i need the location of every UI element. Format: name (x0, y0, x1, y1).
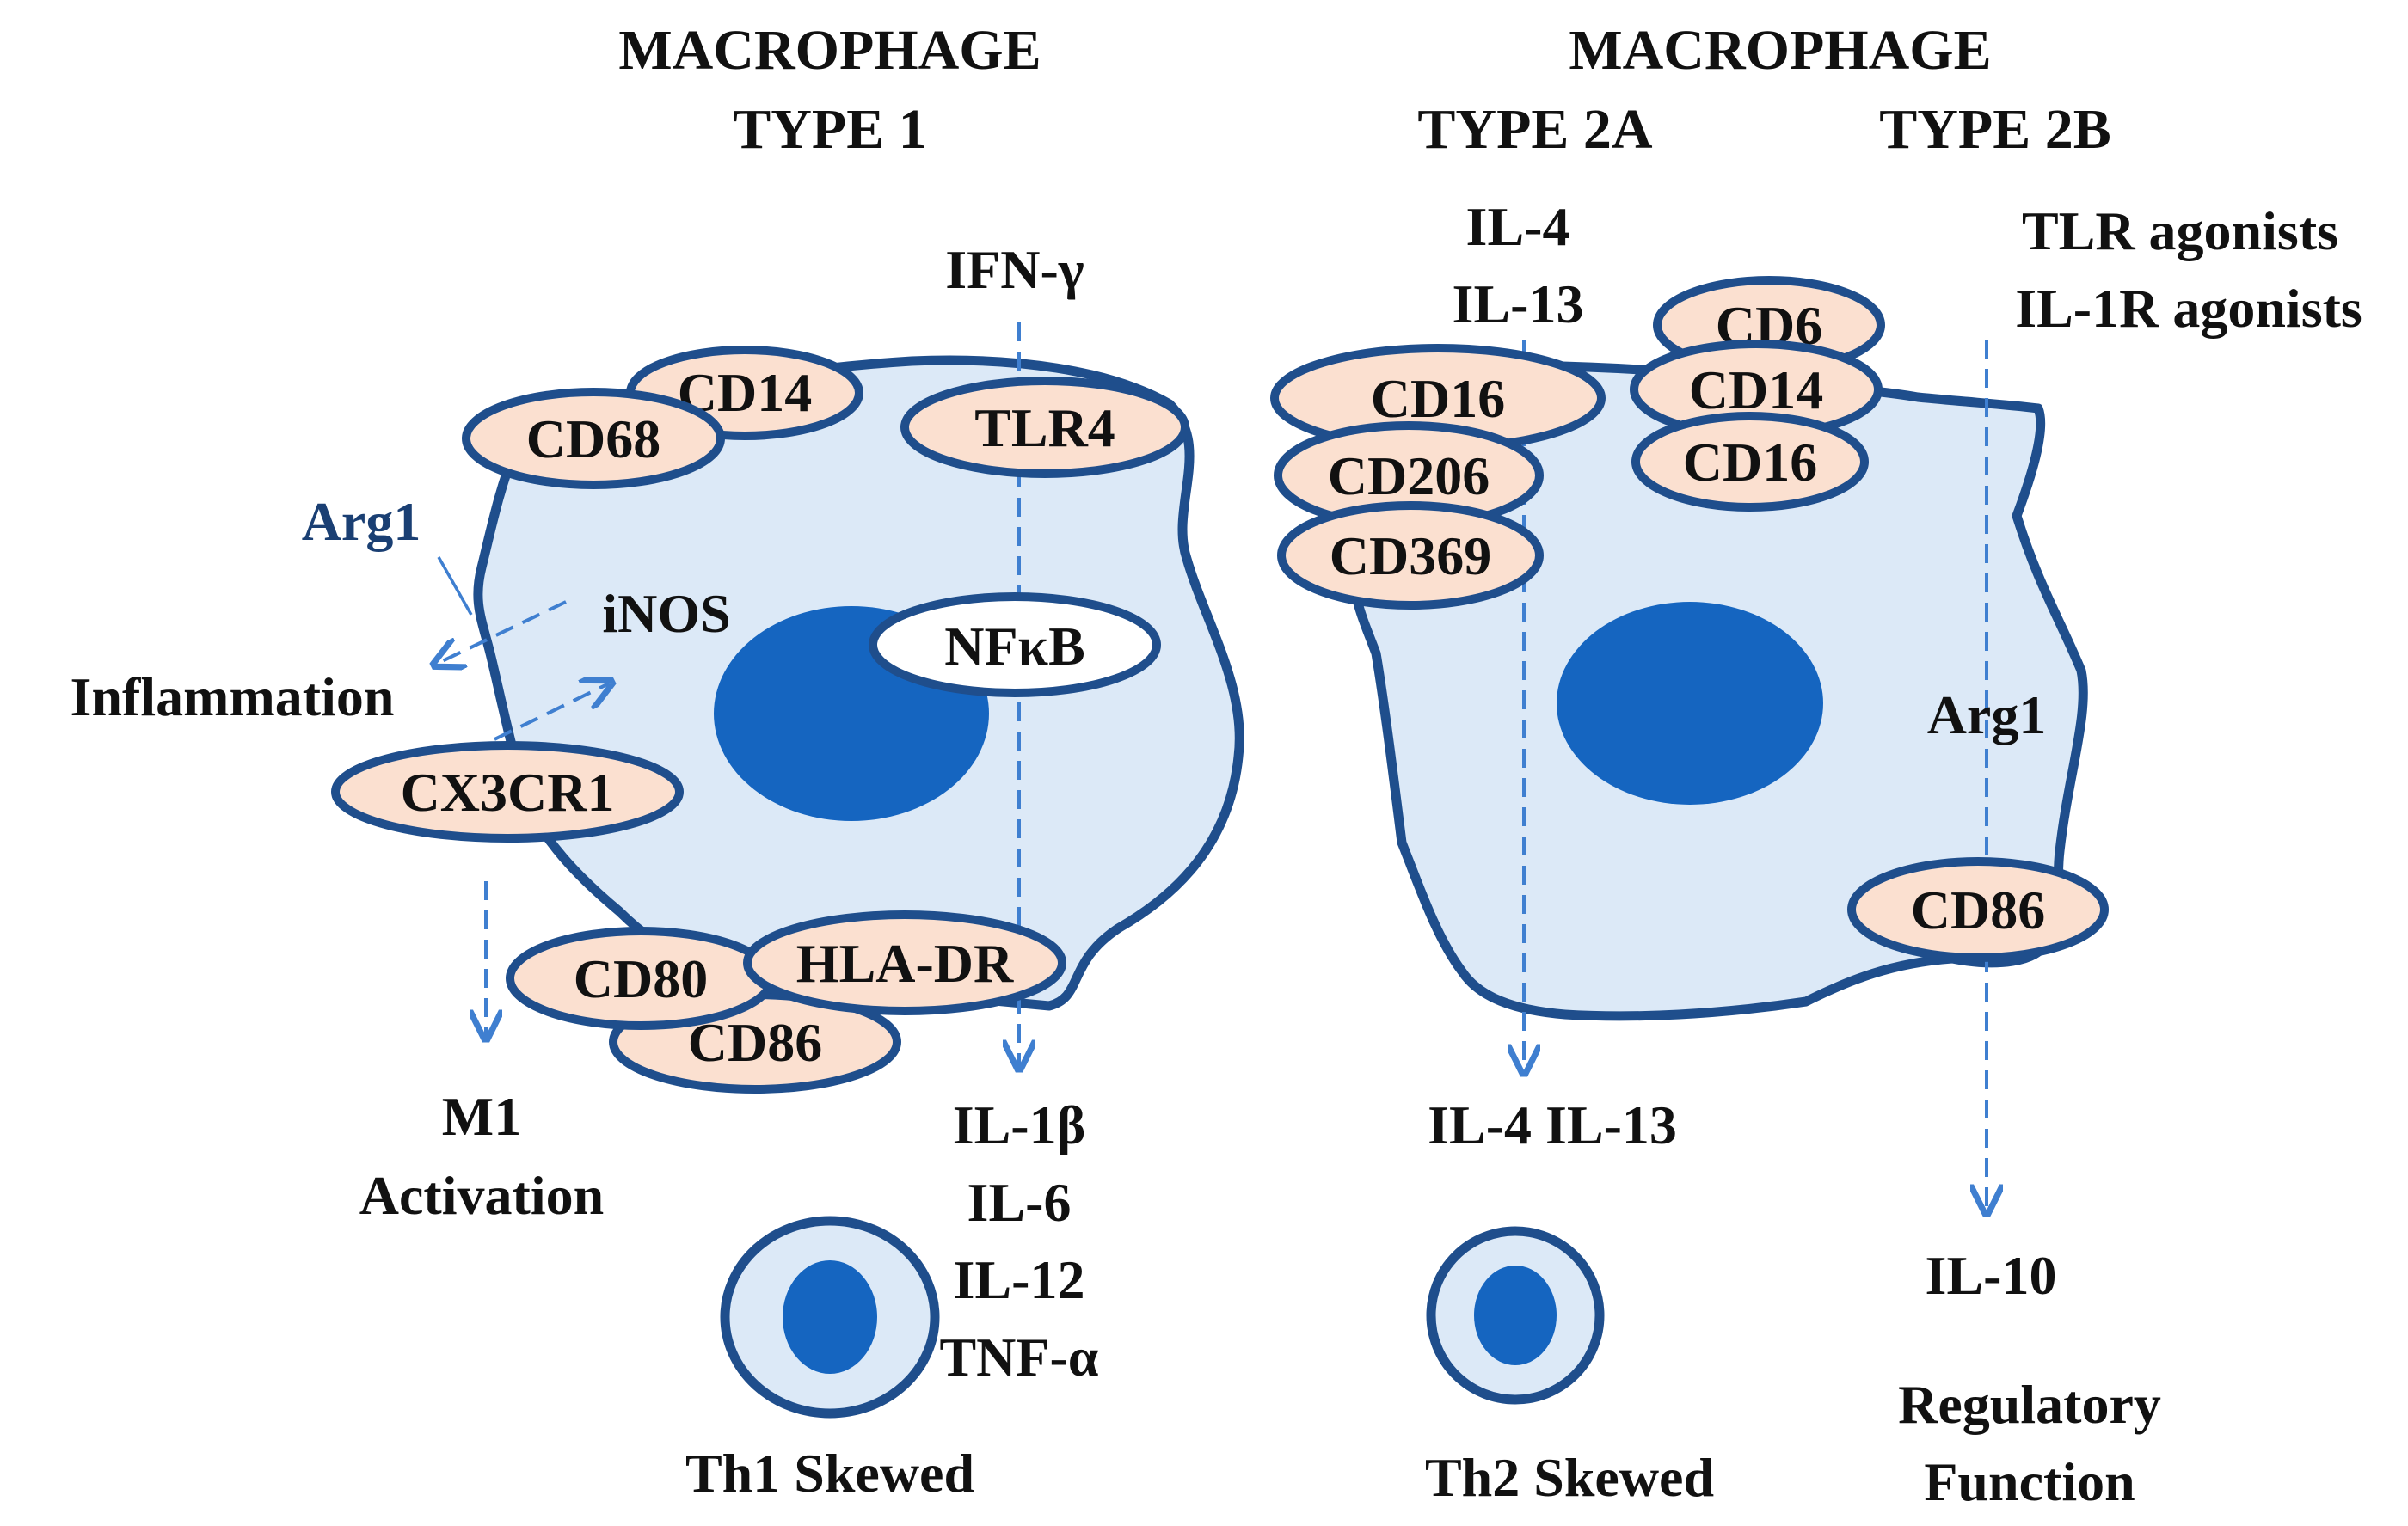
type1-cytokine: IL-6 (968, 1172, 1072, 1233)
receptor-cd206-label: CD206 (1328, 445, 1490, 506)
type1-cytokine: TNF-α (939, 1327, 1098, 1388)
cx3cr1-to-inos-arrow (494, 683, 609, 741)
receptor-cd68-label: CD68 (526, 408, 660, 469)
receptor-hla-dr-label: HLA-DR (796, 933, 1014, 994)
receptor-hla-dr: HLA-DR (743, 910, 1066, 1015)
th1-cell (720, 1216, 940, 1419)
type2b-stimulus: IL-1R agonists (2015, 278, 2362, 339)
m1-label-line2: Activation (359, 1165, 604, 1226)
receptor-cd14-type2b-label: CD14 (1689, 359, 1823, 420)
type2-nucleus (1557, 602, 1823, 805)
inos-to-inflammation-arrow (437, 600, 567, 664)
th2-cell (1426, 1226, 1605, 1405)
type2b-header: TYPE 2B (1879, 98, 2111, 161)
receptor-cd86-type2b: CD86 (1847, 857, 2109, 962)
type1-cytokine: IL-12 (954, 1249, 1085, 1310)
regulatory-label-line2: Function (1924, 1451, 2135, 1512)
receptor-tlr4: TLR4 (900, 377, 1189, 478)
receptor-cd80-label: CD80 (574, 948, 708, 1009)
receptor-cd14-type2b: CD14 (1630, 340, 1883, 439)
nfkb-label: NFκB (944, 616, 1085, 677)
type1-header-line2: TYPE 1 (733, 98, 927, 161)
type1-cytokine: IL-1β (953, 1094, 1086, 1155)
type2b-output-label: IL-10 (1926, 1245, 2057, 1306)
type1-panel: MACROPHAGE TYPE 1 IFN-γ CD14 CD68 TLR4 (71, 19, 1244, 1504)
type1-header-line1: MACROPHAGE (618, 19, 1041, 82)
receptor-cd369: CD369 (1277, 501, 1544, 610)
receptor-cd86-type2b-label: CD86 (1911, 879, 2045, 941)
type2a-header: TYPE 2A (1417, 98, 1653, 161)
receptor-cd16-type2a: CD16 (1270, 344, 1606, 452)
type2b-stimulus: TLR agonists (2022, 200, 2338, 261)
th2-skewed-label: Th2 Skewed (1425, 1447, 1714, 1508)
regulatory-label-line1: Regulatory (1898, 1374, 2161, 1435)
type2-panel: MACROPHAGE TYPE 2A TYPE 2B IL-4 IL-13 TL… (1270, 19, 2362, 1512)
type2-arg1-label: Arg1 (1927, 684, 2047, 745)
receptor-cd369-label: CD369 (1330, 525, 1491, 586)
receptor-cx3cr1-label: CX3CR1 (401, 762, 615, 823)
inflammation-label: Inflammation (71, 666, 395, 727)
nfkb-complex: NFκB (869, 592, 1161, 697)
type2a-output-label: IL-4 IL-13 (1428, 1094, 1677, 1155)
receptor-cd16-type2b-label: CD16 (1683, 432, 1817, 493)
receptor-cx3cr1: CX3CR1 (331, 741, 684, 843)
type2a-stimulus: IL-4 (1466, 196, 1570, 257)
arg1-pointer-line (437, 556, 473, 616)
m1-label-line1: M1 (442, 1086, 521, 1147)
type1-arg1-label: Arg1 (302, 491, 421, 552)
receptor-cd80: CD80 (506, 927, 776, 1030)
receptor-cd16-type2b: CD16 (1631, 412, 1869, 512)
type2a-stimulus: IL-13 (1453, 273, 1584, 334)
receptor-cd16-type2a-label: CD16 (1371, 368, 1505, 429)
type1-stimulus-label: IFN-γ (945, 239, 1084, 300)
inos-label: iNOS (602, 583, 730, 644)
receptor-cd68: CD68 (462, 388, 725, 489)
receptor-tlr4-label: TLR4 (974, 397, 1115, 458)
th1-skewed-label: Th1 Skewed (685, 1443, 974, 1504)
type2-header: MACROPHAGE (1569, 19, 1991, 82)
